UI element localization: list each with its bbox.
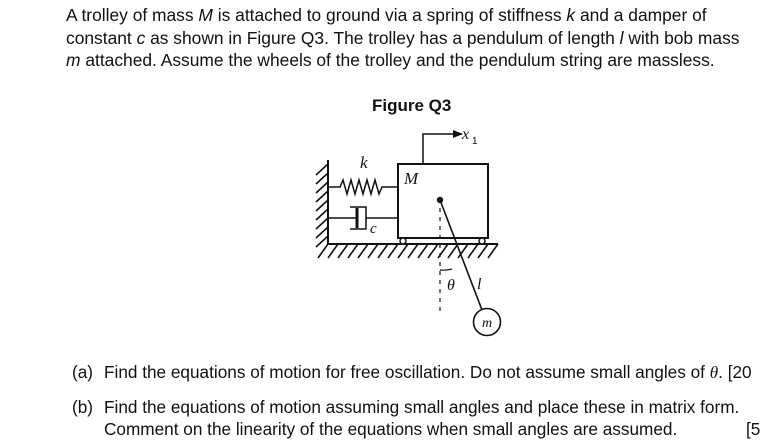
symbol-m: m: [66, 50, 81, 70]
hatch-line: [477, 243, 489, 259]
statement-line-2: constant c as shown in Figure Q3. The tr…: [66, 27, 772, 50]
floor-hatching: [317, 243, 499, 259]
hatch-line: [377, 243, 389, 259]
hatch-line: [315, 190, 329, 203]
wheel-left: [399, 237, 407, 245]
spring-coil: [328, 177, 398, 197]
wheel-right: [478, 237, 486, 245]
hatch-line: [427, 243, 439, 259]
statement-text: constant: [66, 27, 137, 48]
question-b: (b) Find the equations of motion assuming…: [72, 396, 739, 418]
statement-text: and a damper of: [575, 5, 707, 25]
hatch-line: [315, 181, 329, 194]
hatch-line: [315, 226, 329, 239]
statement-text: attached. Assume the wheels of the troll…: [80, 50, 715, 70]
hatch-line: [315, 163, 329, 176]
hatch-line: [407, 243, 419, 259]
displacement-label: x: [461, 126, 469, 143]
hatch-line: [387, 243, 399, 259]
length-label: l: [477, 276, 482, 293]
symbol-k: k: [566, 5, 576, 25]
question-b-line-2: Comment on the linearity of the equation…: [104, 419, 678, 439]
question-b-marks: [5: [746, 419, 761, 439]
statement-line-1: A trolley of mass M is attached to groun…: [66, 4, 772, 27]
symbol-M: M: [198, 5, 213, 25]
pendulum-string: [439, 199, 483, 311]
statement-text: as shown in Figure Q3. The trolley has a…: [145, 27, 620, 48]
hatch-line: [447, 243, 459, 259]
statement-text: with bob mass: [623, 27, 740, 48]
bob-mass-label: m: [482, 316, 492, 331]
pivot-point: [436, 196, 444, 204]
theta-label: θ: [447, 277, 455, 294]
hatch-line: [317, 243, 329, 259]
hatch-line: [315, 172, 329, 185]
hatch-line: [367, 243, 379, 259]
spring-label: k: [360, 153, 368, 172]
question-a-text: Find the equations of motion for free os…: [104, 362, 710, 382]
hatch-line: [417, 243, 429, 259]
problem-statement: A trolley of mass M is attached to groun…: [66, 4, 772, 72]
displacement-indicator: x 1: [422, 126, 478, 164]
question-a-marks: . [20: [718, 362, 752, 382]
statement-text: A trolley of mass: [66, 5, 199, 25]
hatch-line: [357, 243, 369, 259]
trolley-mass-label: M: [403, 169, 419, 188]
hatch-line: [315, 235, 329, 248]
figure-title: Figure Q3: [372, 96, 452, 115]
question-a-label: (a): [72, 362, 94, 382]
damper-label: c: [370, 221, 377, 237]
symbol-c: c: [136, 27, 146, 48]
symbol-l: l: [619, 27, 624, 48]
statement-line-3: m attached. Assume the wheels of the tro…: [66, 49, 772, 72]
ground: [315, 160, 499, 259]
question-b-line-1: Find the equations of motion assuming sm…: [104, 397, 740, 417]
hatch-line: [315, 208, 329, 221]
hatch-line: [327, 243, 339, 259]
hatch-line: [467, 243, 479, 259]
statement-text: is attached to ground via a spring of st…: [212, 5, 567, 25]
wall-hatching: [315, 163, 329, 248]
displacement-subscript: 1: [472, 136, 478, 147]
theta-arc: [439, 268, 453, 271]
hatch-line: [457, 243, 469, 259]
trolley: M: [397, 163, 489, 245]
spring: k: [328, 153, 398, 197]
question-a-theta: θ: [709, 363, 719, 382]
displacement-arrow: [422, 130, 463, 164]
hatch-line: [315, 199, 329, 212]
hatch-line: [487, 243, 499, 259]
question-a: (a) Find the equations of motion for free…: [72, 361, 752, 384]
damper: c: [328, 206, 398, 237]
pendulum-bob: [472, 307, 502, 337]
pendulum: θ l m: [436, 196, 502, 337]
hatch-line: [347, 243, 359, 259]
question-b-continued: Comment on the linearity of the equation…: [104, 418, 677, 440]
hatch-line: [397, 243, 409, 259]
hatch-line: [337, 243, 349, 259]
question-b-label: (b): [72, 397, 94, 417]
hatch-line: [315, 217, 329, 230]
